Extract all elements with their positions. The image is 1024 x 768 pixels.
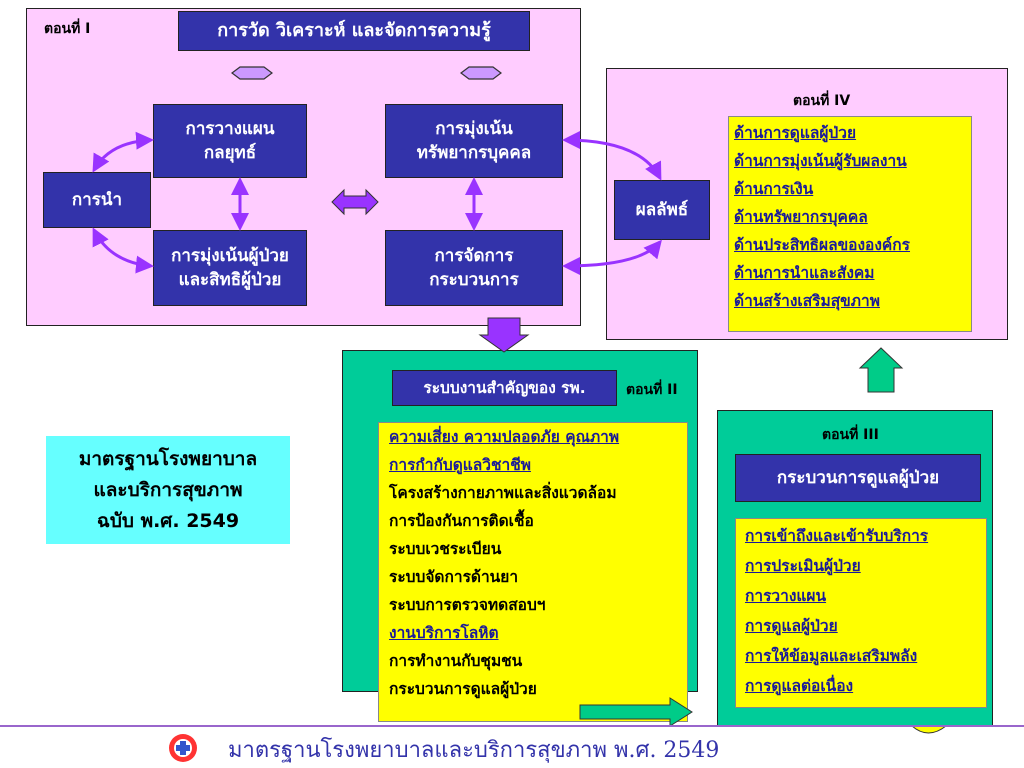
results-list: ด้านการดูแลผู้ป่วย ด้านการมุ่งเน้นผู้รับ… [728,116,972,332]
patient-care-item[interactable]: การดูแลผู้ป่วย [745,617,838,635]
results-item[interactable]: ด้านประสิทธิผลขององค์กร [734,236,911,254]
results-item[interactable]: ด้านการเงิน [734,180,814,198]
part4-label: ตอนที่ IV [793,93,851,109]
process-management-box[interactable]: การจัดการ กระบวนการ [385,230,563,306]
patient-care-item[interactable]: การวางแผน [745,587,827,605]
patient-care-list: การเข้าถึงและเข้ารับบริการ การประเมินผู้… [735,518,987,708]
key-system-item: ระบบการตรวจทดสอบฯ [389,596,546,614]
results-box[interactable]: ผลลัพธ์ [614,180,710,240]
part2-label: ตอนที่ II [626,382,678,398]
results-item[interactable]: ด้านสร้างเสริมสุขภาพ [734,292,880,310]
key-system-item: การทำงานกับชุมชน [389,652,523,670]
key-system-item[interactable]: การกำกับดูแลวิชาชีพ [389,456,531,474]
key-system-item[interactable]: ความเสี่ยง ความปลอดภัย คุณภาพ [389,428,620,446]
results-item[interactable]: ด้านการมุ่งเน้นผู้รับผลงาน [734,152,907,170]
patient-care-item[interactable]: การให้ข้อมูลและเสริมพลัง [745,647,918,665]
key-systems-list: ความเสี่ยง ความปลอดภัย คุณภาพ การกำกับดู… [378,422,688,722]
results-item[interactable]: ด้านการนำและสังคม [734,264,875,282]
hospital-logo-icon [169,734,197,762]
key-system-item: ระบบเวชระเบียน [389,540,502,558]
key-systems-box[interactable]: ระบบงานสำคัญของ รพ. [392,370,617,406]
patient-care-item[interactable]: การเข้าถึงและเข้ารับบริการ [745,527,929,545]
key-system-item: โครงสร้างกายภาพและสิ่งแวดล้อม [389,484,617,502]
patient-care-box[interactable]: กระบวนการดูแลผู้ป่วย [735,454,981,502]
part3-label: ตอนที่ III [822,427,879,443]
key-system-item: ระบบจัดการด้านยา [389,568,519,586]
measurement-box[interactable]: การวัด วิเคราะห์ และจัดการความรู้ [178,11,530,51]
patient-care-item[interactable]: การดูแลต่อเนื่อง [745,677,854,695]
key-system-item: การป้องกันการติดเชื้อ [389,512,534,530]
key-system-item: กระบวนการดูแลผู้ป่วย [389,680,537,698]
strategic-planning-box[interactable]: การวางแผน กลยุทธ์ [153,104,307,178]
key-system-item[interactable]: งานบริการโลหิต [389,624,499,642]
part1-label: ตอนที่ I [44,21,91,37]
results-item[interactable]: ด้านทรัพยากรบุคคล [734,208,868,226]
footer-title: มาตรฐานโรงพยาบาลและบริการสุขภาพ พ.ศ. 254… [228,738,720,763]
hr-focus-box[interactable]: การมุ่งเน้น ทรัพยากรบุคคล [385,104,563,178]
standard-box: มาตรฐานโรงพยาบาล และบริการสุขภาพ ฉบับ พ.… [46,436,290,544]
patient-care-item[interactable]: การประเมินผู้ป่วย [745,557,861,575]
leadership-box[interactable]: การนำ [43,172,151,228]
patient-focus-box[interactable]: การมุ่งเน้นผู้ป่วย และสิทธิผู้ป่วย [153,230,307,306]
results-item[interactable]: ด้านการดูแลผู้ป่วย [734,124,857,142]
